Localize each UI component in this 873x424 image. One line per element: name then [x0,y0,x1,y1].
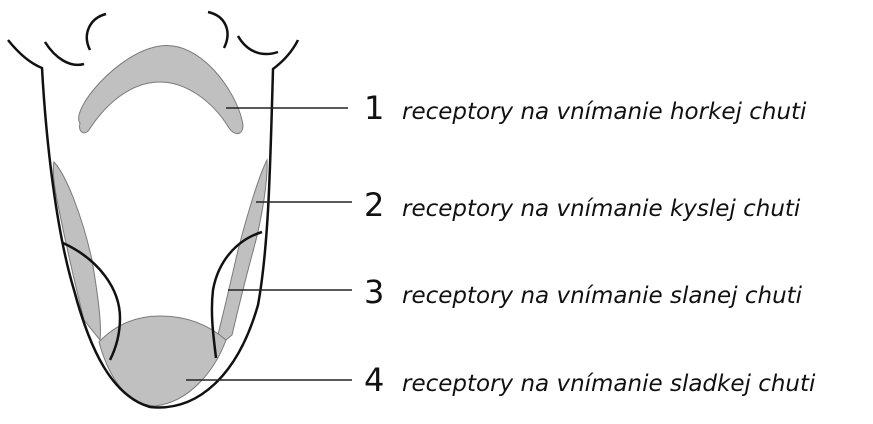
label-salty: 3 receptory na vnímanie slanej chuti [364,273,802,313]
label-number: 2 [364,186,385,224]
label-number: 1 [364,89,385,127]
label-number: 3 [364,273,385,311]
label-sweet: 4 receptory na vnímanie sladkej chuti [364,361,815,401]
sour-receptor-area-right [213,158,268,352]
bitter-receptor-area [78,45,244,135]
right-fold-curve [236,35,279,56]
right-top-curve [207,10,229,49]
left-fold-curve [43,41,85,67]
label-bitter: 1 receptory na vnímanie horkej chuti [364,89,806,129]
label-number: 4 [364,361,385,399]
label-text: receptory na vnímanie kyslej chuti [402,196,801,222]
left-top-curve [85,12,107,51]
salty-zone-boundary-left [62,241,122,361]
label-text: receptory na vnímanie slanej chuti [402,283,803,309]
label-sour: 2 receptory na vnímanie kyslej chuti [364,186,800,226]
tongue-outline [7,39,300,409]
salty-zone-boundary-right [210,230,263,359]
label-text: receptory na vnímanie sladkej chuti [402,371,816,397]
label-text: receptory na vnímanie horkej chuti [402,99,807,125]
